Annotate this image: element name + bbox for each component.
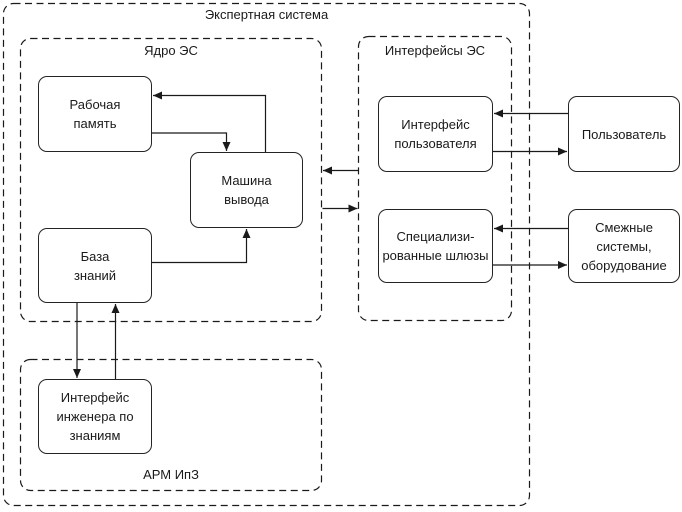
expert-system-group-border (2, 2, 531, 507)
arrow-inference-engine-to-working-memory (153, 91, 267, 152)
node-knowledge-engineer-interface: Интерфейс инженера по знаниям (38, 379, 152, 454)
node-working-memory-label: Рабочая память (69, 97, 121, 131)
interfaces-group-label: Интерфейсы ЭС (384, 43, 486, 58)
node-inference-engine-label: Машина вывода (221, 173, 272, 207)
arrow-working-memory-to-inference-engine (152, 132, 231, 151)
node-user-interface: Интерфейс пользователя (378, 96, 493, 172)
node-adjacent-systems: Смежные системы, оборудование (568, 209, 680, 283)
expert-system-group-label: Экспертная система (204, 7, 329, 22)
node-knowledge-engineer-interface-label: Интерфейс инженера по знаниям (56, 390, 134, 443)
arrow-knowledge-base-to-inference-engine (152, 229, 251, 264)
arm-group-border (19, 358, 323, 492)
node-knowledge-base-label: База знаний (73, 248, 117, 283)
node-inference-engine: Машина вывода (190, 152, 303, 228)
core-group-border (19, 37, 323, 323)
arm-group-label: АРМ ИпЗ (143, 467, 199, 482)
core-group-label: Ядро ЭС (144, 43, 198, 58)
node-user: Пользователь (568, 96, 680, 172)
node-working-memory: Рабочая память (38, 76, 152, 152)
node-user-interface-label: Интерфейс пользователя (394, 117, 477, 151)
node-knowledge-base: База знаний (38, 228, 152, 303)
node-specialized-gateways-label: Специализи- рованные шлюзы (382, 229, 489, 263)
interfaces-group-border (357, 35, 513, 322)
node-adjacent-systems-label: Смежные системы, оборудование (581, 219, 667, 273)
node-user-label: Пользователь (581, 126, 667, 142)
node-specialized-gateways: Специализи- рованные шлюзы (378, 209, 493, 283)
